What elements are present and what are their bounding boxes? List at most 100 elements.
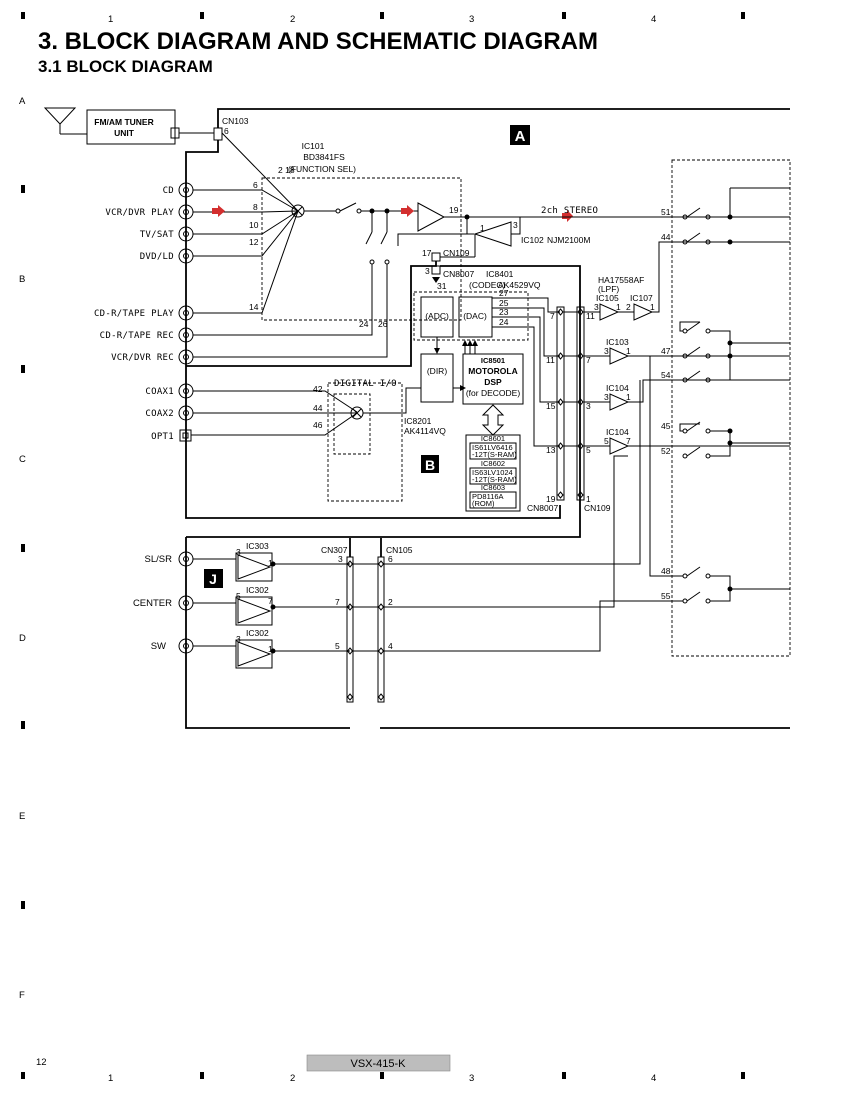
cn109-pin-7: 7 <box>586 355 591 365</box>
cn8007-pin-7: 7 <box>550 311 555 321</box>
ic302b-amp <box>237 641 272 667</box>
ic101-buffer-amp <box>417 202 446 232</box>
cn105-connector <box>377 556 385 703</box>
ic8401-pin-23: 23 <box>499 307 509 317</box>
signal-arrow-icon <box>212 205 225 217</box>
memory-block <box>465 434 521 512</box>
cn8007-bottom-label: CN8007 <box>527 503 558 513</box>
ic302b-pin-in: 3 <box>236 634 241 644</box>
cn-diamonds <box>557 308 584 499</box>
section-j-label: J <box>209 571 217 587</box>
section-subtitle: 3.1 BLOCK DIAGRAM <box>38 57 213 76</box>
ic104a-amp <box>609 393 630 411</box>
signal-arrow-icon <box>401 205 414 217</box>
ic302b-name: IC302 <box>246 628 269 638</box>
input-cdr-play: CD-R/TAPE PLAY <box>94 309 174 319</box>
input-vcr-rec: VCR/DVR REC <box>111 353 174 363</box>
ic107-name: IC107 <box>630 293 653 303</box>
cn103-connector <box>213 127 223 141</box>
model-name: VSX-415-K <box>350 1058 406 1070</box>
ic102-name: IC102 <box>521 235 544 245</box>
grid-markers: 1 2 3 4 1 2 3 4 A B C D E F <box>19 12 745 1084</box>
page-title: 3. BLOCK DIAGRAM AND SCHEMATIC DIAGRAM <box>38 28 598 55</box>
output-relays <box>679 187 790 604</box>
cn307-connector <box>346 556 354 703</box>
cn103-pin: 6 <box>224 126 229 136</box>
pin-46: 46 <box>313 420 323 430</box>
cn307-pin-b: 7 <box>335 597 340 607</box>
cn109-pin-1: 1 <box>586 494 591 504</box>
ic107-amp <box>633 303 654 321</box>
pin-44: 44 <box>313 403 323 413</box>
grid-col-4: 4 <box>651 14 656 25</box>
cn8007-connector <box>556 306 565 501</box>
ic104b-name: IC104 <box>606 427 629 437</box>
ic302a-amp <box>237 598 272 624</box>
ic302a-pin-in: 5 <box>236 591 241 601</box>
ic8401-part: AK4529VQ <box>498 280 541 290</box>
grid-col-1: 1 <box>108 14 113 25</box>
ic8603-line1: PD8116A <box>472 492 504 501</box>
ic104a-name: IC104 <box>606 383 629 393</box>
cn109-pin-11: 11 <box>586 311 595 321</box>
pin-54: 54 <box>661 370 671 380</box>
cn8007-pin31: 31 <box>437 281 447 291</box>
output-center: CENTER <box>133 598 172 609</box>
ic105-pin-in: 3 <box>594 302 599 312</box>
ic8201-part: AK4114VQ <box>404 426 446 436</box>
input-coax1: COAX1 <box>145 387 174 397</box>
dir-label: (DIR) <box>427 366 447 376</box>
ic302a-name: IC302 <box>246 585 269 595</box>
cn109-bottom-label: CN109 <box>584 503 611 513</box>
board-a-top <box>217 108 790 128</box>
ic104a-pin-out: 1 <box>626 392 631 402</box>
ic104b-pin-in: 5 <box>604 436 609 446</box>
pin-cdr: 14 <box>249 302 259 312</box>
ic302b-pin-out: 1 <box>268 644 273 654</box>
ic8603-line2: (ROM) <box>472 499 495 508</box>
ic8401-name: IC8401 <box>486 269 514 279</box>
ic105-pin-out: 1 <box>616 302 621 312</box>
ic102-part: NJM2100M <box>547 235 590 245</box>
cn8007-pin3: 3 <box>425 266 430 276</box>
cn109-pin-3: 3 <box>586 401 591 411</box>
ic102-pin-in: 1 <box>480 223 485 233</box>
right-board <box>671 159 791 657</box>
ic8401-box <box>413 291 529 341</box>
pin-52: 52 <box>661 446 671 456</box>
ic8501-name: IC8501 <box>481 356 505 365</box>
ic104b-amp <box>609 437 630 455</box>
section-a-badge <box>510 125 530 145</box>
ic105-func: (LPF) <box>598 284 619 294</box>
pin-dvd: 12 <box>249 237 259 247</box>
input-vcr-play: VCR/DVR PLAY <box>105 208 174 218</box>
section-b-label: B <box>425 457 435 473</box>
ic8601-line1: IS61LV6416 <box>472 443 513 452</box>
ic8501-line1: MOTOROLA <box>468 366 517 376</box>
grid-col-2-bottom: 2 <box>290 1073 295 1084</box>
digital-io-label: DIGITAL I/O <box>334 379 397 389</box>
grid-col-4-bottom: 4 <box>651 1073 656 1084</box>
grid-col-2: 2 <box>290 14 295 25</box>
ic303-amp <box>237 554 272 580</box>
output-sw: SW <box>151 641 166 652</box>
board-b-right <box>186 265 581 538</box>
tuner-label-2: UNIT <box>114 128 135 138</box>
pin-44r: 44 <box>661 232 671 242</box>
ic103-pin-in: 3 <box>604 346 609 356</box>
digital-io-box <box>327 382 403 502</box>
grid-row-d: D <box>19 633 26 644</box>
grid-row-e: E <box>19 811 25 822</box>
pin-47: 47 <box>661 346 671 356</box>
input-coax2: COAX2 <box>145 409 174 419</box>
ic8201-box <box>333 393 371 455</box>
cn8007-pin-15: 15 <box>546 401 556 411</box>
input-opt1: OPT1 <box>151 432 174 442</box>
output-sl-sr: SL/SR <box>145 554 173 565</box>
grid-row-a: A <box>19 96 26 107</box>
ic103-amp <box>609 347 630 365</box>
model-badge <box>306 1054 451 1072</box>
ic8601-line2: -12T(S-RAM) <box>472 450 517 459</box>
adc-label: (ADC) <box>425 311 449 321</box>
cn109-top-pin: 17 <box>422 248 432 258</box>
